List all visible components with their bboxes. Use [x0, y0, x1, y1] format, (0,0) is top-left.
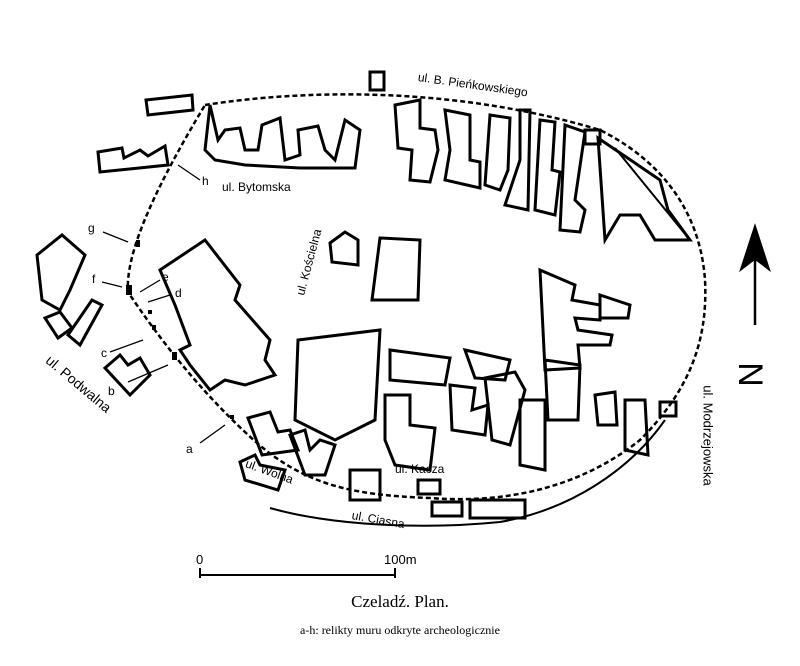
street-label-modrzejowska: ul. Modrzejowska [700, 385, 716, 486]
marker-e: e [162, 270, 169, 284]
scale-end-label: 100m [384, 552, 417, 567]
north-label: N [730, 362, 769, 387]
street-label-bytomska: ul. Bytomska [222, 180, 291, 194]
street-label-kacza: ul. Kacza [395, 462, 445, 476]
town-wall-dashed [126, 93, 707, 501]
scale-start-label: 0 [196, 552, 204, 567]
outer-line-south [269, 419, 666, 527]
scale-bar [199, 568, 396, 578]
buildings [35, 70, 693, 520]
map-title: Czeladź. Plan. [351, 592, 449, 611]
marker-c: c [101, 346, 107, 360]
wall-relic-marks [126, 240, 234, 419]
marker-arrows [101, 164, 226, 444]
north-arrow [739, 223, 771, 325]
map-legend-note: a-h: relikty muru odkryte archeologiczni… [300, 623, 500, 637]
marker-b: b [108, 384, 115, 398]
marker-d: d [175, 286, 182, 300]
marker-g: g [88, 221, 95, 235]
marker-a: a [186, 442, 193, 456]
marker-f: f [92, 272, 96, 286]
marker-h: h [202, 174, 209, 188]
